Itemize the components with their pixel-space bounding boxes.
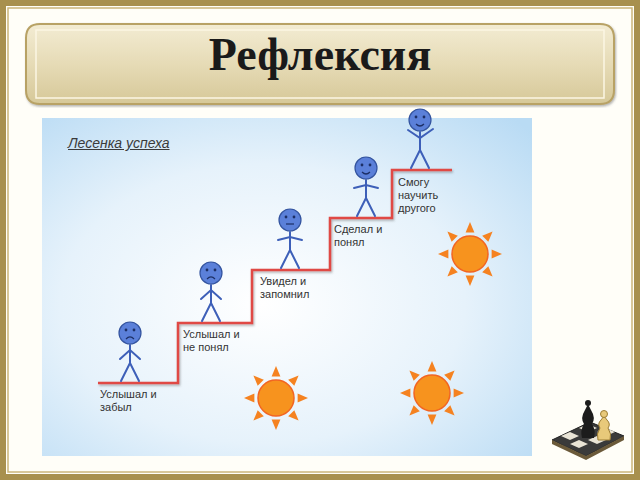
sun-ray bbox=[272, 366, 281, 376]
sun-ray bbox=[444, 370, 454, 380]
inner-frame bbox=[8, 8, 632, 472]
sun-ray bbox=[482, 266, 492, 276]
figure-mouth bbox=[416, 124, 424, 126]
picture-panel bbox=[42, 118, 532, 456]
figure-legs bbox=[357, 198, 375, 216]
figure-body bbox=[289, 232, 291, 250]
figure-legs bbox=[121, 363, 139, 381]
figure-eye bbox=[361, 164, 364, 167]
sun-ray bbox=[454, 389, 464, 398]
sun-ray bbox=[466, 222, 475, 232]
sun-ray bbox=[428, 415, 437, 425]
sun bbox=[400, 361, 464, 425]
sun-disc bbox=[258, 380, 294, 416]
figure-arms bbox=[354, 185, 378, 188]
sun-ray bbox=[298, 394, 308, 403]
sun-ray bbox=[447, 231, 457, 241]
slide-title: Рефлексия bbox=[40, 30, 600, 81]
sun-disc bbox=[452, 236, 488, 272]
white-piece bbox=[597, 416, 610, 440]
white-piece-top bbox=[601, 411, 608, 418]
figure-eye bbox=[133, 329, 136, 332]
sun-ray bbox=[492, 250, 502, 259]
chess-board-edge bbox=[552, 436, 624, 460]
sun-disc bbox=[414, 375, 450, 411]
suns bbox=[244, 222, 502, 430]
figure-eye bbox=[423, 116, 426, 119]
step-label: Услышал и не понял bbox=[183, 328, 247, 354]
figure-legs bbox=[202, 303, 220, 321]
sun-ray bbox=[244, 394, 254, 403]
figure-mouth bbox=[126, 337, 134, 339]
figure-eye bbox=[369, 164, 372, 167]
figure-head bbox=[355, 157, 377, 179]
sun-ray bbox=[400, 389, 410, 398]
figure-head bbox=[200, 262, 222, 284]
banner-inner-line bbox=[36, 30, 604, 98]
figure-legs bbox=[281, 250, 299, 268]
stick-figure bbox=[119, 322, 141, 381]
figure-body bbox=[129, 345, 131, 363]
step-label: Увидел и запомнил bbox=[260, 275, 322, 301]
figure-eye bbox=[285, 216, 288, 219]
sun-ray bbox=[409, 370, 419, 380]
black-piece-top bbox=[585, 400, 591, 406]
figure-arms bbox=[201, 290, 221, 299]
slide-ground bbox=[6, 6, 634, 474]
step-label: Смогу научить другого bbox=[398, 176, 448, 216]
figure-arms bbox=[120, 350, 140, 359]
figure-head bbox=[279, 209, 301, 231]
step-label: Услышал и забыл bbox=[100, 388, 164, 414]
picture-heading: Лесенка успеха bbox=[68, 135, 170, 152]
sun-ray bbox=[253, 410, 263, 420]
staircase bbox=[98, 170, 452, 383]
figure-eye bbox=[125, 329, 128, 332]
sun-ray bbox=[428, 361, 437, 371]
banner-body bbox=[26, 24, 614, 104]
stick-figure bbox=[408, 109, 433, 168]
sun-ray bbox=[409, 405, 419, 415]
figure-arms bbox=[278, 237, 302, 240]
figure-body bbox=[365, 180, 367, 198]
figure-mouth bbox=[286, 223, 294, 224]
sun-ray bbox=[272, 420, 281, 430]
title-banner bbox=[26, 24, 614, 104]
stick-figure bbox=[278, 209, 302, 268]
figure-body bbox=[210, 285, 212, 303]
figure-mouth bbox=[362, 172, 370, 174]
sun-ray bbox=[444, 405, 454, 415]
sun bbox=[438, 222, 502, 286]
sun bbox=[244, 366, 308, 430]
sun-ray bbox=[288, 375, 298, 385]
figure-legs bbox=[411, 150, 429, 168]
sun-ray bbox=[253, 375, 263, 385]
chess-icon bbox=[552, 400, 624, 460]
sun-ray bbox=[288, 410, 298, 420]
stick-figure bbox=[354, 157, 378, 216]
stick-figure bbox=[200, 262, 222, 321]
figure-mouth bbox=[207, 277, 215, 279]
sun-ray bbox=[466, 276, 475, 286]
black-piece bbox=[581, 404, 594, 438]
sun-ray bbox=[438, 250, 448, 259]
figure-eye bbox=[415, 116, 418, 119]
step-label: Сделал и понял bbox=[334, 223, 390, 249]
figure-eye bbox=[214, 269, 217, 272]
figure-eye bbox=[206, 269, 209, 272]
figure-eye bbox=[293, 216, 296, 219]
sun-ray bbox=[482, 231, 492, 241]
figure-body bbox=[419, 132, 421, 150]
figure-head bbox=[119, 322, 141, 344]
sun-ray bbox=[447, 266, 457, 276]
figure-head bbox=[409, 109, 431, 131]
